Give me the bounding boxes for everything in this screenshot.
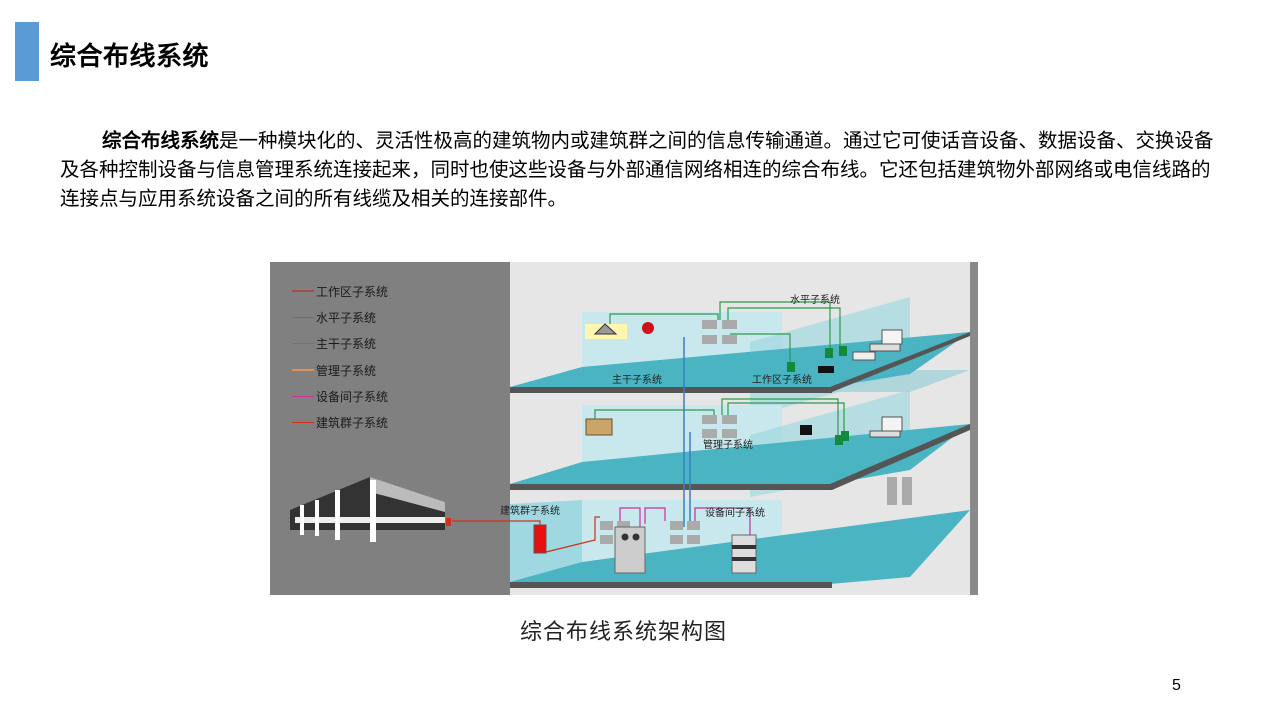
svg-text:水平子系统: 水平子系统	[790, 293, 840, 306]
svg-text:管理子系统: 管理子系统	[703, 438, 753, 451]
legend-line	[292, 369, 314, 371]
body-text: 是一种模块化的、灵活性极高的建筑物内或建筑群之间的信息传输通道。通过它可使话音设…	[60, 129, 1214, 210]
legend-item: 工作区子系统	[292, 278, 388, 304]
legend-line	[292, 316, 314, 319]
architecture-diagram: 工作区子系统 水平子系统 主干子系统 管理子系统 设备间子系统 建筑群子系统	[270, 262, 978, 595]
building-illustration: 水平子系统 主干子系统 工作区子系统 管理子系统	[290, 262, 978, 595]
svg-text:工作区子系统: 工作区子系统	[752, 373, 812, 386]
page-number: 5	[1172, 677, 1181, 694]
body-paragraph: 综合布线系统是一种模块化的、灵活性极高的建筑物内或建筑群之间的信息传输通道。通过…	[60, 126, 1220, 213]
page-title: 综合布线系统	[50, 42, 210, 72]
legend-item: 设备间子系统	[292, 383, 388, 409]
legend-item: 管理子系统	[292, 357, 388, 383]
legend-line	[292, 342, 314, 345]
legend-line	[292, 395, 314, 398]
diagram-legend: 工作区子系统 水平子系统 主干子系统 管理子系统 设备间子系统 建筑群子系统	[292, 278, 388, 436]
legend-line	[292, 421, 314, 424]
legend-line	[292, 290, 314, 292]
svg-text:建筑群子系统: 建筑群子系统	[500, 504, 560, 517]
figure-caption: 综合布线系统架构图	[520, 620, 728, 645]
legend-item: 主干子系统	[292, 331, 388, 357]
body-bold-lead: 综合布线系统	[102, 129, 220, 152]
legend-item: 水平子系统	[292, 304, 388, 330]
svg-text:设备间子系统: 设备间子系统	[705, 506, 765, 519]
title-accent-bar	[15, 22, 39, 81]
legend-item: 建筑群子系统	[292, 409, 388, 435]
svg-text:主干子系统: 主干子系统	[612, 373, 662, 386]
